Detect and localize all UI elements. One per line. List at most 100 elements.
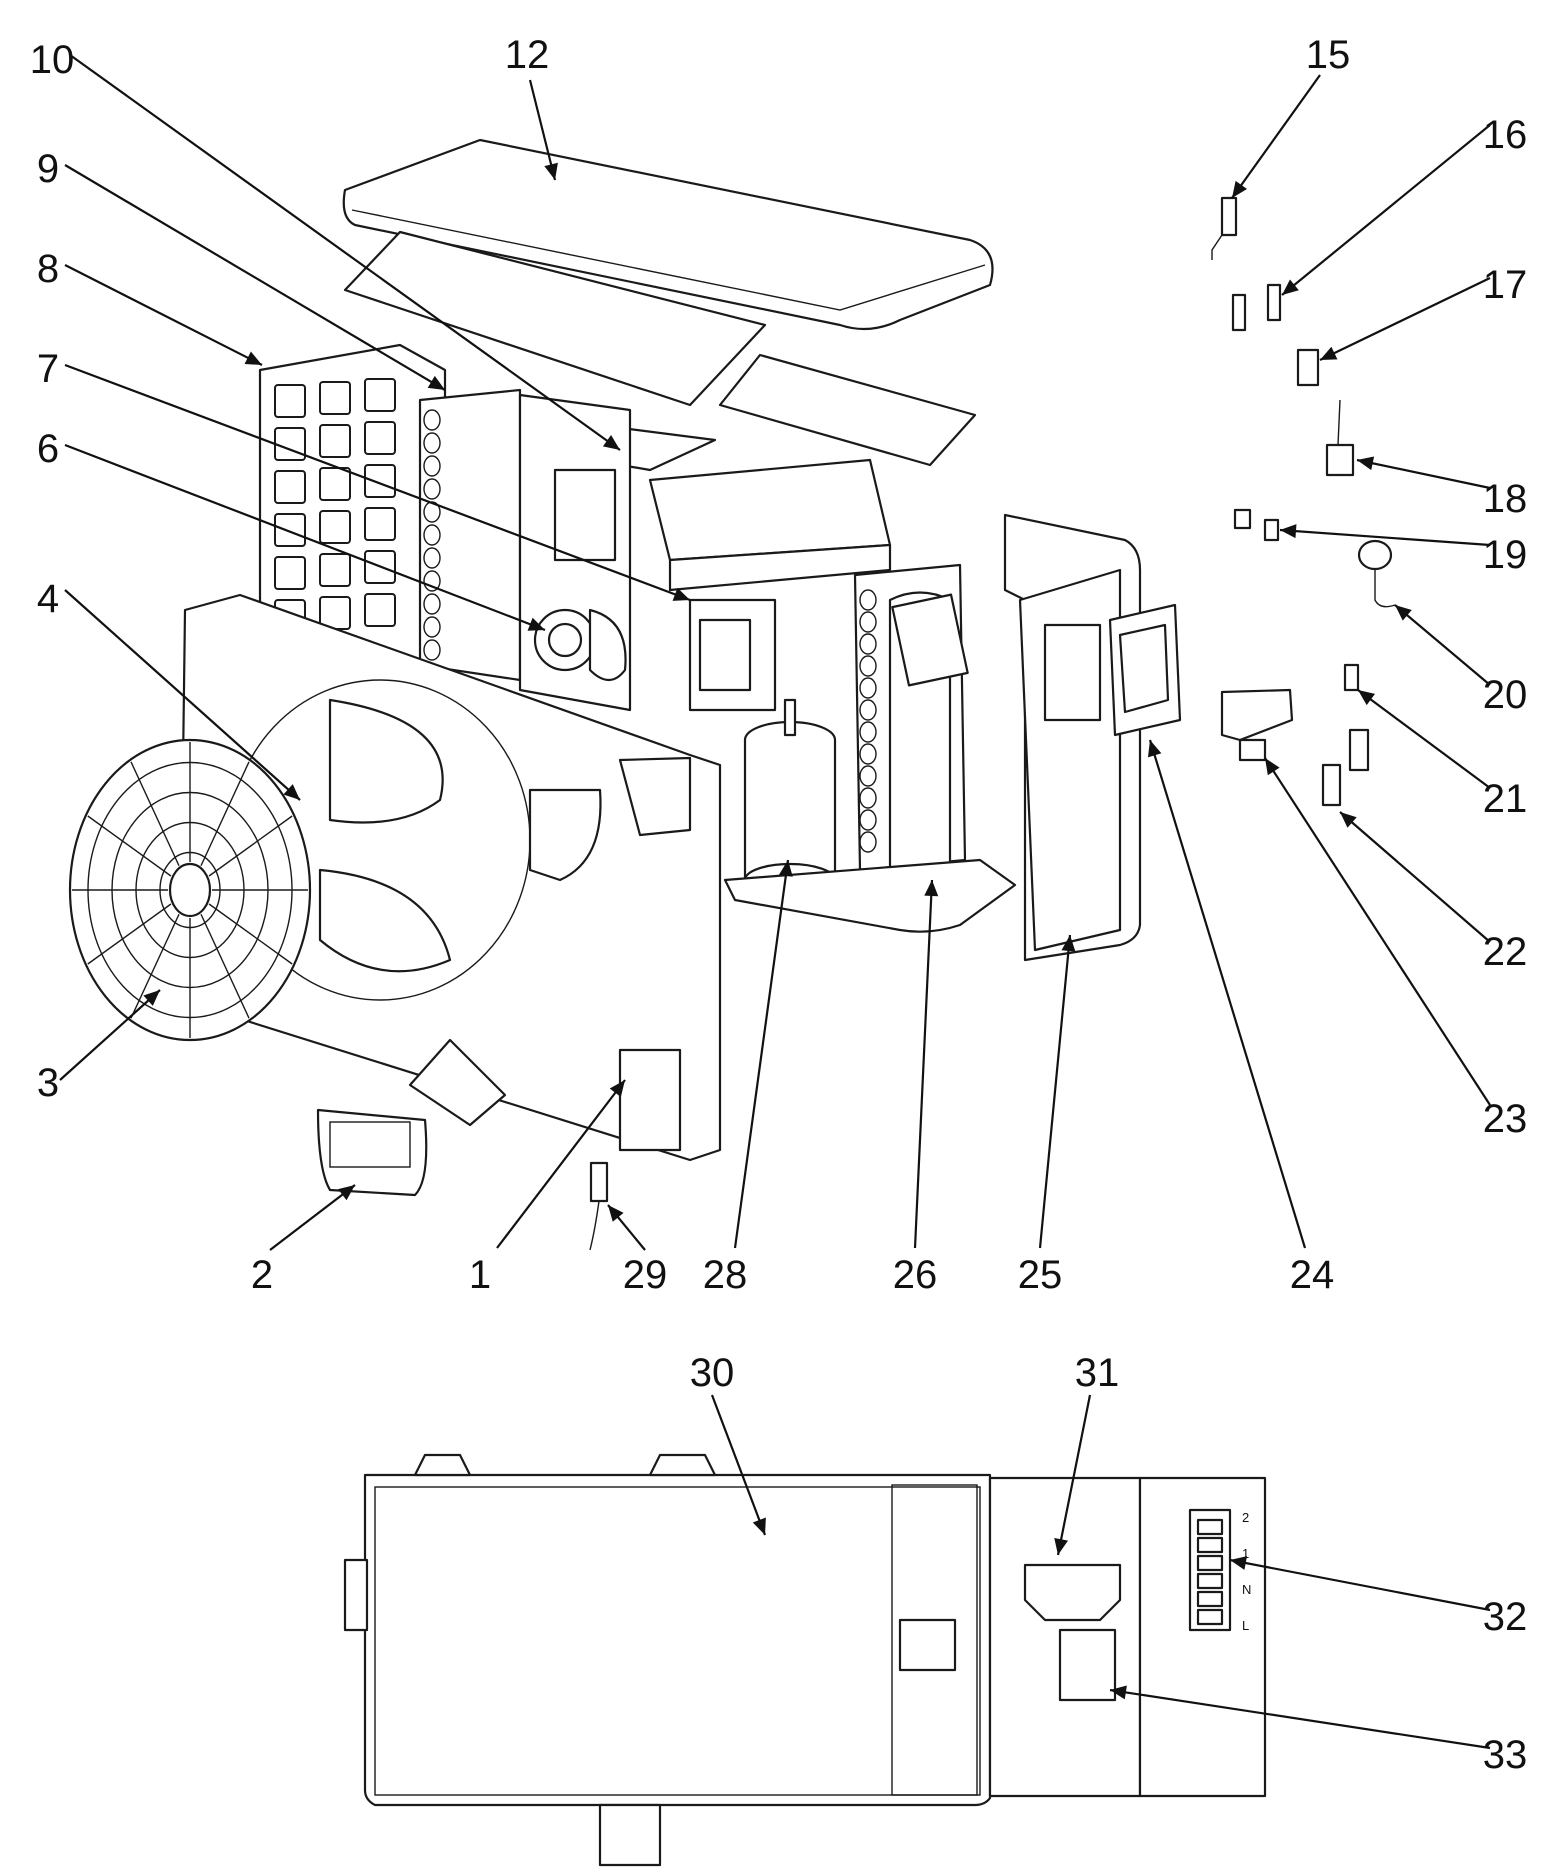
- grille-cell: [319, 381, 351, 415]
- callout-20: 20: [1483, 673, 1528, 717]
- callout-18: 18: [1483, 477, 1528, 521]
- leader-33: [1109, 1688, 1491, 1750]
- coil-loop: [859, 787, 877, 809]
- arrowhead-18: [1357, 456, 1375, 471]
- terminal-cell: [1196, 1572, 1224, 1590]
- coil-loop: [859, 655, 877, 677]
- leader-30: [710, 1394, 767, 1536]
- callout-1: 1: [469, 1253, 491, 1297]
- arrowhead-29: [608, 1205, 624, 1222]
- callout-19: 19: [1483, 533, 1528, 577]
- top-cover: [342, 138, 994, 331]
- arrowhead-30: [752, 1517, 766, 1535]
- grille-cell: [274, 470, 306, 504]
- callout-15: 15: [1306, 33, 1351, 77]
- terminal-mark-l: L: [1242, 1618, 1249, 1633]
- grille-cell: [274, 427, 306, 461]
- leader-32: [1229, 1558, 1491, 1612]
- arrowhead-19: [1280, 524, 1297, 539]
- coil-loop: [423, 639, 441, 661]
- leader-2: [269, 1184, 356, 1251]
- arrowhead-4: [283, 784, 300, 800]
- arrowhead-22: [1340, 812, 1357, 828]
- callout-3: 3: [37, 1061, 59, 1105]
- callout-25: 25: [1018, 1253, 1063, 1297]
- electrical-box-detail: [343, 1453, 1267, 1867]
- callout-33: 33: [1483, 1733, 1528, 1777]
- valves-and-fittings: [1211, 196, 1396, 807]
- coil-loop: [423, 478, 441, 500]
- temperature-sensor: [589, 1161, 609, 1251]
- grille-cell: [364, 593, 396, 627]
- guard-spoke: [200, 913, 250, 1019]
- leader-3: [59, 989, 161, 1081]
- callout-28: 28: [703, 1253, 748, 1297]
- callout-8: 8: [37, 247, 59, 291]
- leader-16: [1281, 124, 1491, 296]
- arrowhead-17: [1320, 346, 1338, 360]
- coil-loop: [859, 633, 877, 655]
- coil-loop: [423, 432, 441, 454]
- leader-28: [733, 859, 790, 1249]
- leader-31: [1056, 1394, 1092, 1556]
- coil-loop: [423, 547, 441, 569]
- guard-spoke: [208, 815, 293, 877]
- arrowhead-26: [924, 880, 939, 897]
- callout-16: 16: [1483, 113, 1528, 157]
- compressor: [743, 698, 837, 898]
- leader-8: [64, 264, 263, 366]
- coil-loop: [423, 455, 441, 477]
- leader-15: [1231, 74, 1321, 199]
- arrowhead-33: [1110, 1685, 1127, 1700]
- side-panel: [1003, 513, 1142, 962]
- guard-spoke: [130, 913, 180, 1019]
- callout-labels: 1 2 3 4 6 7 8 9 10 12 15 16 17 18 19 20 …: [30, 33, 1528, 1777]
- leader-4: [64, 589, 301, 801]
- callout-29: 29: [623, 1253, 668, 1297]
- arrowhead-12: [544, 162, 558, 180]
- evaporator-coil: [418, 388, 522, 682]
- grille-cell: [364, 378, 396, 412]
- base-tray: [723, 858, 1017, 933]
- leader-25: [1038, 934, 1072, 1249]
- coil-loop: [859, 699, 877, 721]
- callout-2: 2: [251, 1253, 273, 1297]
- arrowhead-1: [609, 1080, 625, 1097]
- leader-17: [1319, 277, 1491, 361]
- arrowhead-8: [244, 351, 262, 365]
- callout-23: 23: [1483, 1097, 1528, 1141]
- callout-21: 21: [1483, 777, 1528, 821]
- arrowhead-7: [672, 587, 690, 601]
- fan-blade: [318, 698, 452, 973]
- callout-9: 9: [37, 147, 59, 191]
- grille-cell: [364, 421, 396, 455]
- coil-loop: [423, 593, 441, 615]
- arrowhead-9: [427, 375, 445, 390]
- callout-32: 32: [1483, 1595, 1528, 1639]
- controller: [316, 1108, 428, 1197]
- terminal-marks: 2 1 N L: [1242, 1510, 1251, 1633]
- grille-cell: [319, 553, 351, 587]
- callout-12: 12: [505, 33, 550, 77]
- terminal-mark-n: N: [1242, 1582, 1251, 1597]
- leader-22: [1339, 811, 1491, 943]
- callout-4: 4: [37, 577, 59, 621]
- leader-18: [1356, 458, 1491, 490]
- arrowhead-21: [1358, 690, 1376, 706]
- grille-cell: [364, 464, 396, 498]
- arrowhead-2: [338, 1185, 355, 1201]
- coil-loop: [423, 409, 441, 431]
- callout-22: 22: [1483, 930, 1528, 974]
- coil-loop: [859, 589, 877, 611]
- coil-loop: [859, 765, 877, 787]
- fan-guard: [68, 738, 312, 1042]
- coil-loop: [859, 743, 877, 765]
- grille-cell: [319, 467, 351, 501]
- callout-26: 26: [893, 1253, 938, 1297]
- arrowhead-10: [602, 434, 620, 450]
- arrowhead-16: [1282, 279, 1299, 295]
- callout-7: 7: [37, 347, 59, 391]
- terminal-cell: [1196, 1536, 1224, 1554]
- leader-6: [64, 443, 546, 632]
- leader-23: [1264, 757, 1491, 1106]
